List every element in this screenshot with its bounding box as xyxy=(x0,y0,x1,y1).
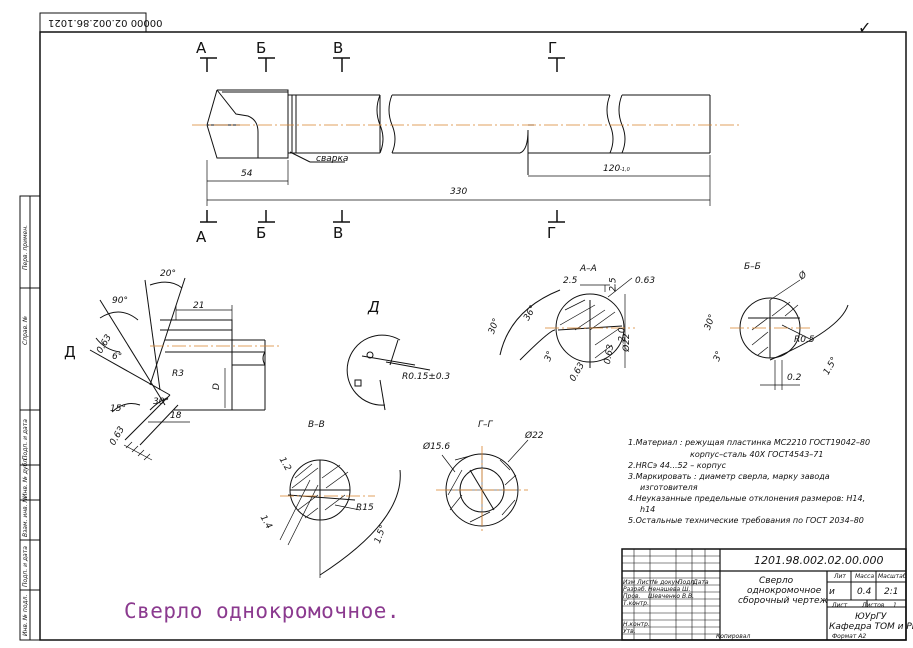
col-label: Подп. xyxy=(678,579,697,586)
row-label: Изм Лист xyxy=(623,579,653,586)
dim-330: 330 xyxy=(450,187,468,197)
drawing-caption: Сверло однокромочное. xyxy=(124,599,401,623)
section-bb-title: Б–Б xyxy=(744,262,761,272)
lit-header: Лит xyxy=(834,573,846,580)
checker-name: Шевченко В.В. xyxy=(648,593,695,600)
row-label: Утв. xyxy=(623,628,636,635)
format-label: Формат А2 xyxy=(832,633,867,640)
bb-width-02: 0.2 xyxy=(787,373,802,383)
sheets-header: Листов xyxy=(862,602,885,609)
sheets-value: 1 xyxy=(893,602,897,609)
row-label: Н.контр. xyxy=(623,621,650,628)
view-d-label: Д xyxy=(368,298,380,316)
dim-54: 54 xyxy=(241,169,253,179)
gg-diameter-156: Ø15.6 xyxy=(423,442,451,452)
side-label: Перв. примен. xyxy=(22,224,29,270)
head-radius-r3: R3 xyxy=(172,369,184,379)
aa-dim-25-b: 2.5 xyxy=(608,277,619,292)
sheet-header: Лист xyxy=(832,602,848,609)
product-name-1: Сверло xyxy=(759,576,794,586)
section-mark-g-bottom: Г xyxy=(547,224,557,242)
bb-radius-05: R0.5 xyxy=(794,335,815,345)
head-angle-20: 20° xyxy=(160,269,176,279)
side-label: Взам. инв. № xyxy=(22,496,29,537)
section-mark-a-bottom: А xyxy=(196,228,207,246)
vv-radius-15: R15 xyxy=(356,503,374,513)
designer-name: Ненашева Ш. xyxy=(648,586,691,593)
note-line: изготовителя xyxy=(640,483,698,492)
scale-value: 2:1 xyxy=(884,587,899,597)
side-label: Подп. и дата xyxy=(22,419,29,460)
aa-width-20: 2.0 xyxy=(617,327,628,342)
stamp-number: 00000 02.002.86.1021 xyxy=(48,17,163,28)
view-d-radius: R0.15±0.3 xyxy=(402,372,451,382)
product-name-2: однокромочное xyxy=(747,586,822,596)
note-line: h14 xyxy=(640,505,656,514)
note-line: 1.Материал : режущая пластинка МС2210 ГО… xyxy=(628,438,871,447)
copied-label: Копировал xyxy=(716,633,751,640)
organization-1: ЮУрГУ xyxy=(855,612,887,622)
head-angle-15: 15° xyxy=(110,404,126,414)
dim-120-tol: -1,0 xyxy=(620,167,630,173)
note-line: 3.Маркировать : диаметр сверла, марку за… xyxy=(628,472,830,481)
section-mark-b-bottom: Б xyxy=(256,224,267,242)
head-angle-30: 30° xyxy=(153,397,169,407)
note-line: корпус–сталь 40Х ГОСТ4543–71 xyxy=(690,450,824,459)
head-angle-90: 90° xyxy=(112,296,128,306)
head-dim-d: D xyxy=(211,383,222,390)
note-line: 5.Остальные технические требования по ГО… xyxy=(628,516,864,525)
mass-value: 0.4 xyxy=(857,587,872,597)
organization-2: Кафедра ТОМ и РИТ xyxy=(829,622,913,632)
section-gg-title: Г–Г xyxy=(478,420,493,430)
side-label: Инв. № дубл. xyxy=(22,456,29,498)
row-label: Разраб. xyxy=(623,586,647,593)
note-line: 2.HRCэ 44...52 – корпус xyxy=(628,461,726,470)
section-mark-a-top: А xyxy=(196,39,207,57)
section-mark-v-top: В xyxy=(333,39,344,57)
side-label: Справ. № xyxy=(22,315,29,345)
aa-radius-063: 0.63 xyxy=(635,276,656,286)
col-label: № докум. xyxy=(652,579,682,586)
side-label: Инв. № подл. xyxy=(22,594,29,636)
u-mark: и xyxy=(829,587,835,597)
section-aa-title: А–А xyxy=(580,264,597,274)
head-dim-21: 21 xyxy=(193,301,205,311)
view-d-arrow-label: Д xyxy=(64,343,76,361)
weld-label: сварка xyxy=(316,154,349,164)
mass-header: Масса xyxy=(855,573,875,580)
dim-120: 120 xyxy=(603,164,621,174)
aa-dim-25-a: 2.5 xyxy=(563,276,578,286)
section-mark-v-bottom: В xyxy=(333,224,344,242)
head-angle-6: 6° xyxy=(112,352,123,362)
document-number: 1201.98.002.02.00.000 xyxy=(754,554,884,567)
side-label: Подп. и дата xyxy=(22,546,29,587)
gg-diameter-22: Ø22 xyxy=(525,431,544,441)
col-label: Дата xyxy=(693,579,709,586)
section-mark-b-top: Б xyxy=(256,39,267,57)
head-dim-18: 18 xyxy=(170,411,182,421)
section-vv-title: В–В xyxy=(308,420,325,430)
row-label: Т.контр. xyxy=(623,600,650,607)
row-label: Пров. xyxy=(623,593,641,600)
scale-header: Масштаб xyxy=(878,573,907,580)
check-mark: ✓ xyxy=(858,18,872,37)
section-mark-g-top: Г xyxy=(548,39,558,57)
product-name-3: сборочный чертеж xyxy=(738,596,828,606)
note-line: 4.Неуказанные предельные отклонения разм… xyxy=(628,494,866,503)
